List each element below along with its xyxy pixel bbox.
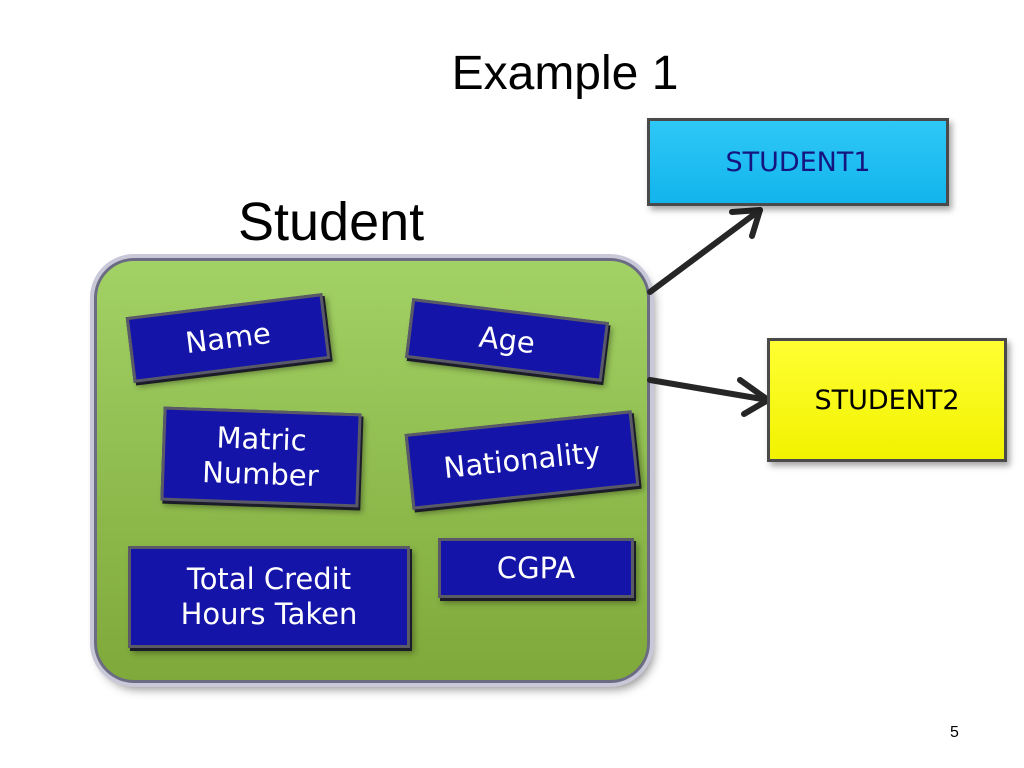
- page-number: 5: [950, 724, 959, 741]
- slide-title: Example 1: [451, 47, 679, 100]
- instance-student1: STUDENT1: [647, 118, 949, 206]
- arrow-to-student1: [647, 207, 763, 295]
- arrow-head-student1: [729, 207, 763, 239]
- class-name-label: Student: [238, 192, 425, 252]
- attribute-total-credit-hours-taken: Total Credit Hours Taken: [128, 546, 410, 648]
- instance-student2: STUDENT2: [767, 338, 1007, 462]
- attribute-cgpa: CGPA: [438, 538, 634, 598]
- arrow-to-student2: [647, 377, 771, 403]
